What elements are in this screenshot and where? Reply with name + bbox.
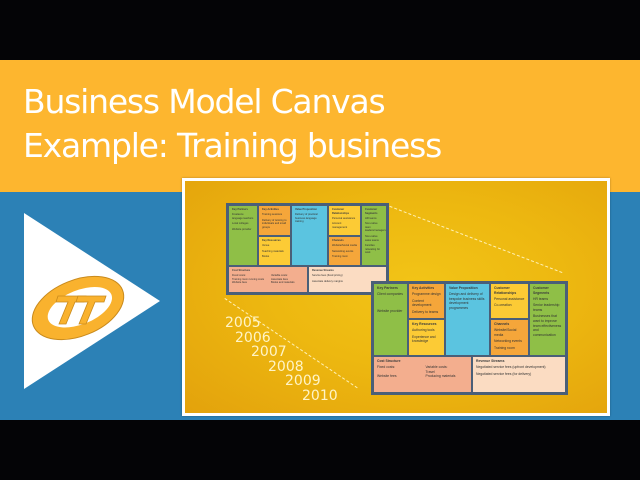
letterbox-bottom: [0, 420, 640, 480]
value-proposition-cell: Value Proposition Delivery of practical …: [292, 206, 327, 265]
business-model-canvas-early: Key Partners Freelance language teachers…: [226, 203, 389, 295]
value-proposition-cell: Value Proposition Design and delivery of…: [446, 284, 489, 355]
timeline-years: 2005 2006 2007 2008 2009 2010: [225, 315, 338, 403]
key-activities-cell: Key Activities Programme design Content …: [409, 284, 444, 318]
year-label: 2005: [225, 315, 261, 331]
customer-relationships-cell: Customer Relationships Personal assistan…: [329, 206, 360, 235]
year-label: 2007: [251, 344, 287, 360]
cost-structure-cell: Cost Structure Fixed costs: Training roo…: [229, 267, 307, 292]
customer-relationships-cell: Customer Relationships Personal assistan…: [491, 284, 528, 318]
year-label: 2010: [302, 387, 338, 404]
slide-title-line-2: Example: Training business: [23, 126, 442, 165]
year-label: 2009: [285, 373, 321, 389]
connector-line-top: [384, 204, 563, 274]
year-label: 2006: [235, 329, 271, 346]
revenue-streams-cell: Revenue Streams Negotiated service fees …: [473, 357, 565, 392]
key-resources-cell: Key Resources Venue Teaching materials B…: [259, 237, 290, 265]
key-partners-cell: Key Partners Freelance language teachers…: [229, 206, 257, 265]
customer-segments-cell: Customer Segments HR teams Non-native te…: [362, 206, 386, 265]
channels-cell: Channels Website/Social media Networking…: [329, 237, 360, 265]
key-activities-cell: Key Activities Training sessions Deliver…: [259, 206, 290, 235]
channels-cell: Channels Website/Social media Networking…: [491, 320, 528, 355]
business-model-canvas-late: Key Partners Client companies Website pr…: [371, 281, 568, 395]
key-resources-cell: Key Resources Authoring tools Experience…: [409, 320, 444, 355]
key-partners-cell: Key Partners Client companies Website pr…: [374, 284, 407, 355]
slide-title-line-1: Business Model Canvas: [23, 82, 386, 121]
slide-title: Business Model Canvas Example: Training …: [23, 80, 442, 168]
title-banner: [0, 60, 640, 192]
canvas-evolution-image: Key Partners Freelance language teachers…: [182, 178, 610, 416]
tt-logo-icon: [31, 275, 125, 341]
customer-segments-cell: Customer Segments HR teams Senior leader…: [530, 284, 565, 355]
cost-structure-cell: Cost Structure Fixed costs: Website fees…: [374, 357, 471, 392]
year-label: 2008: [268, 358, 304, 375]
letterbox-top: [0, 0, 640, 60]
